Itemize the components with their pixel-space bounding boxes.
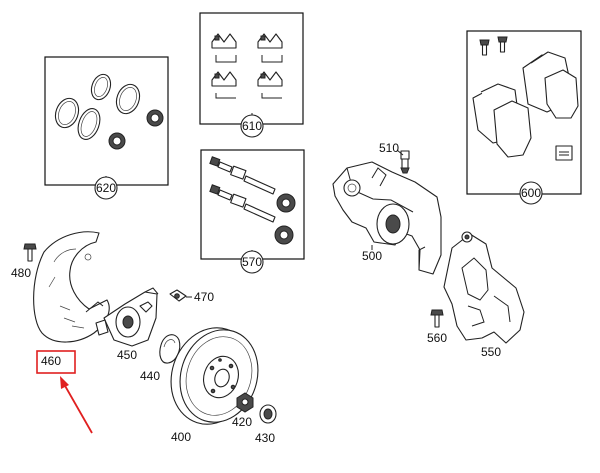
brake-pad-icon	[472, 36, 579, 161]
callout-620[interactable]: 620	[94, 176, 118, 200]
seal-ring-icon	[54, 73, 164, 150]
part-number-400[interactable]: 400	[171, 430, 191, 444]
callout-620-label: 620	[96, 181, 116, 195]
bleeder-screw[interactable]	[400, 150, 410, 174]
callout-610-label: 610	[242, 119, 262, 133]
clip-icon	[211, 33, 283, 99]
part-number-560[interactable]: 560	[427, 331, 447, 345]
highlight-arrow	[63, 383, 93, 434]
guide-bolt-kit[interactable]	[200, 149, 305, 260]
seal-kit[interactable]	[44, 56, 169, 186]
part-number-510[interactable]: 510	[379, 141, 399, 155]
wheel-hub[interactable]	[95, 287, 159, 347]
axle-nut[interactable]	[236, 392, 254, 413]
part-number-480[interactable]: 480	[11, 266, 31, 280]
callout-570[interactable]: 570	[240, 250, 264, 274]
part-number-470[interactable]: 470	[194, 290, 214, 304]
brake-caliper[interactable]	[332, 161, 442, 275]
washer[interactable]	[259, 404, 277, 424]
part-number-460: 460	[41, 354, 61, 368]
part-number-450[interactable]: 450	[117, 348, 137, 362]
carrier-bolt[interactable]	[430, 309, 444, 328]
part-number-440[interactable]: 440	[140, 369, 160, 383]
highlight-460[interactable]: 460	[36, 350, 93, 434]
callout-600[interactable]: 600	[519, 181, 543, 205]
brake-disc[interactable]	[159, 317, 270, 435]
highlight-arrow-head	[60, 376, 69, 389]
callout-570-label: 570	[242, 255, 262, 269]
caliper-carrier[interactable]	[443, 231, 525, 344]
clip-kit[interactable]	[199, 12, 304, 125]
backing-plate-bolt[interactable]	[23, 243, 37, 262]
kit-box-610	[199, 12, 304, 125]
callout-610[interactable]: 610	[240, 114, 264, 138]
highlight-box	[36, 350, 76, 374]
part-number-500[interactable]: 500	[362, 249, 382, 263]
part-number-430[interactable]: 430	[255, 431, 275, 445]
part-number-550[interactable]: 550	[481, 345, 501, 359]
hub-bolt[interactable]	[169, 289, 187, 302]
backing-plate[interactable]	[33, 231, 110, 343]
part-number-420[interactable]: 420	[232, 415, 252, 429]
guide-bolt-icon	[209, 156, 296, 245]
brake-pad-kit[interactable]	[466, 30, 582, 195]
callout-600-label: 600	[521, 186, 541, 200]
